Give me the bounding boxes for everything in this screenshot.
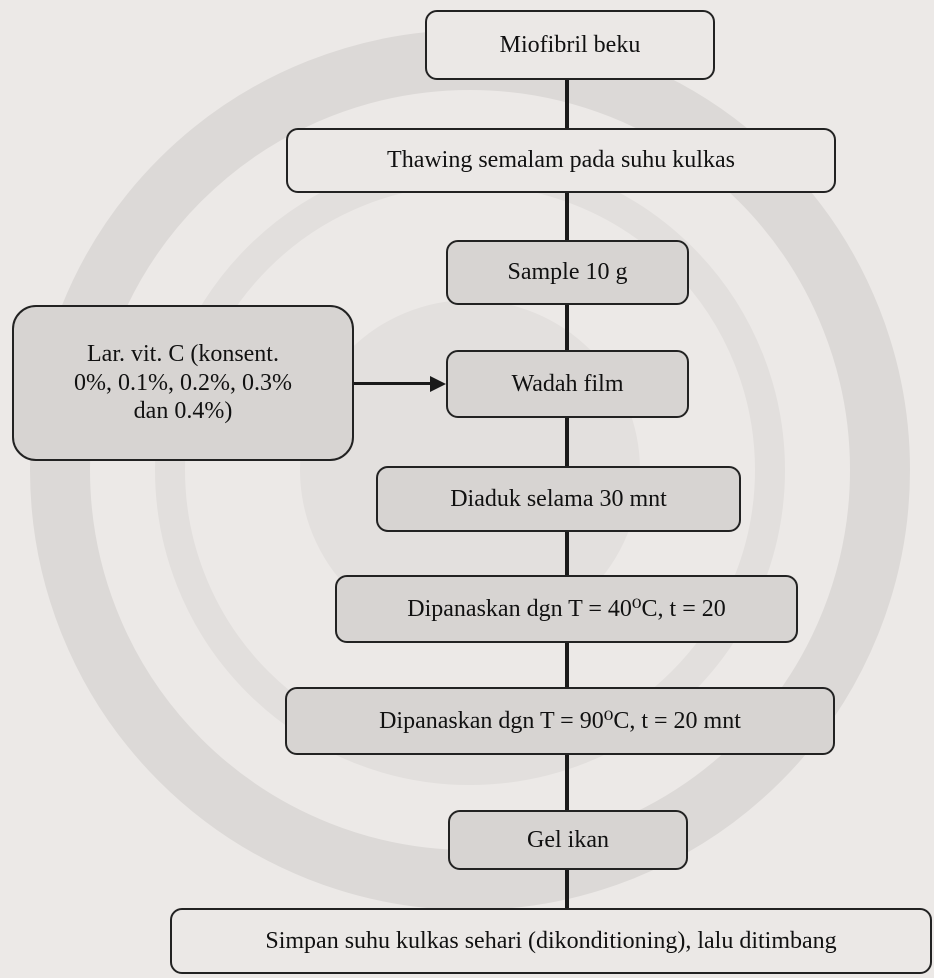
step-box-sample: Sample 10 g (446, 240, 689, 305)
connector-2 (565, 193, 569, 240)
side-input-line-1: Lar. vit. C (konsent. (87, 340, 279, 367)
side-input-line-2: 0%, 0.1%, 0.2%, 0.3% (74, 369, 292, 396)
connector-4 (565, 418, 569, 466)
step-box-gel-ikan: Gel ikan (448, 810, 688, 870)
step-label-4: Wadah film (511, 370, 624, 397)
step-box-dipanaskan-40: Dipanaskan dgn T = 40⁰C, t = 20 (335, 575, 798, 643)
step-box-dipanaskan-90: Dipanaskan dgn T = 90⁰C, t = 20 mnt (285, 687, 835, 755)
step-box-diaduk: Diaduk selama 30 mnt (376, 466, 741, 532)
side-arrow-head (430, 376, 446, 392)
step-label-7: Dipanaskan dgn T = 90⁰C, t = 20 mnt (379, 707, 741, 734)
step-label-3: Sample 10 g (507, 259, 628, 286)
step-label-8: Gel ikan (527, 826, 609, 853)
connector-5 (565, 532, 569, 575)
connector-8 (565, 870, 569, 908)
side-input-box-vitamin-c: Lar. vit. C (konsent. 0%, 0.1%, 0.2%, 0.… (12, 305, 354, 461)
step-box-simpan: Simpan suhu kulkas sehari (dikonditionin… (170, 908, 932, 974)
step-label-9: Simpan suhu kulkas sehari (dikonditionin… (265, 927, 837, 954)
step-label-1: Miofibril beku (499, 31, 641, 58)
step-box-wadah-film: Wadah film (446, 350, 689, 418)
connector-7 (565, 755, 569, 810)
connector-1 (565, 80, 569, 128)
side-arrow-line (354, 382, 432, 385)
connector-3 (565, 305, 569, 350)
step-box-miofibril-beku: Miofibril beku (425, 10, 715, 80)
step-box-thawing: Thawing semalam pada suhu kulkas (286, 128, 836, 193)
step-label-2: Thawing semalam pada suhu kulkas (387, 147, 735, 174)
step-label-6: Dipanaskan dgn T = 40⁰C, t = 20 (407, 595, 726, 622)
step-label-5: Diaduk selama 30 mnt (450, 485, 667, 512)
side-input-line-3: dan 0.4%) (133, 398, 233, 425)
connector-6 (565, 643, 569, 687)
